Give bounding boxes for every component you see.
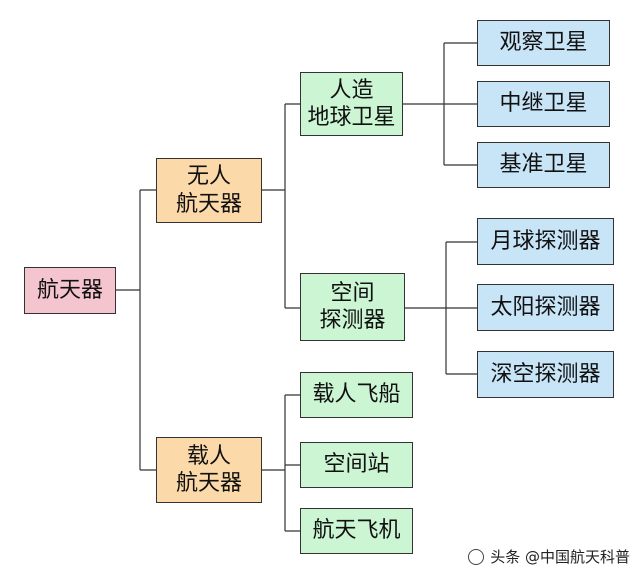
node-reference-satellite: 基准卫星 xyxy=(477,142,610,188)
connector-manned xyxy=(262,394,300,532)
watermark-logo-icon xyxy=(468,548,485,565)
node-unmanned-spacecraft: 无人 航天器 xyxy=(156,158,262,223)
node-lunar-probe: 月球探测器 xyxy=(477,218,614,265)
connector-root xyxy=(116,189,156,471)
connector-probe xyxy=(405,241,477,375)
node-deep-space-probe: 深空探测器 xyxy=(477,351,614,398)
node-manned-spaceship: 载人飞船 xyxy=(300,372,413,418)
watermark-text: 头条 @中国航天科普 xyxy=(490,548,630,566)
connector-unmanned xyxy=(262,103,300,309)
watermark: 头条 @中国航天科普 xyxy=(468,546,630,567)
node-artificial-satellite: 人造 地球卫星 xyxy=(300,72,403,136)
node-observation-satellite: 观察卫星 xyxy=(477,20,610,66)
node-solar-probe: 太阳探测器 xyxy=(477,284,614,331)
node-space-shuttle: 航天飞机 xyxy=(300,508,413,554)
node-spacecraft: 航天器 xyxy=(24,267,116,314)
connector-satellite xyxy=(403,42,477,166)
node-relay-satellite: 中继卫星 xyxy=(477,81,610,127)
node-space-station: 空间站 xyxy=(300,442,413,488)
node-manned-spacecraft: 载人 航天器 xyxy=(156,437,262,503)
node-space-probe: 空间 探测器 xyxy=(300,273,405,341)
